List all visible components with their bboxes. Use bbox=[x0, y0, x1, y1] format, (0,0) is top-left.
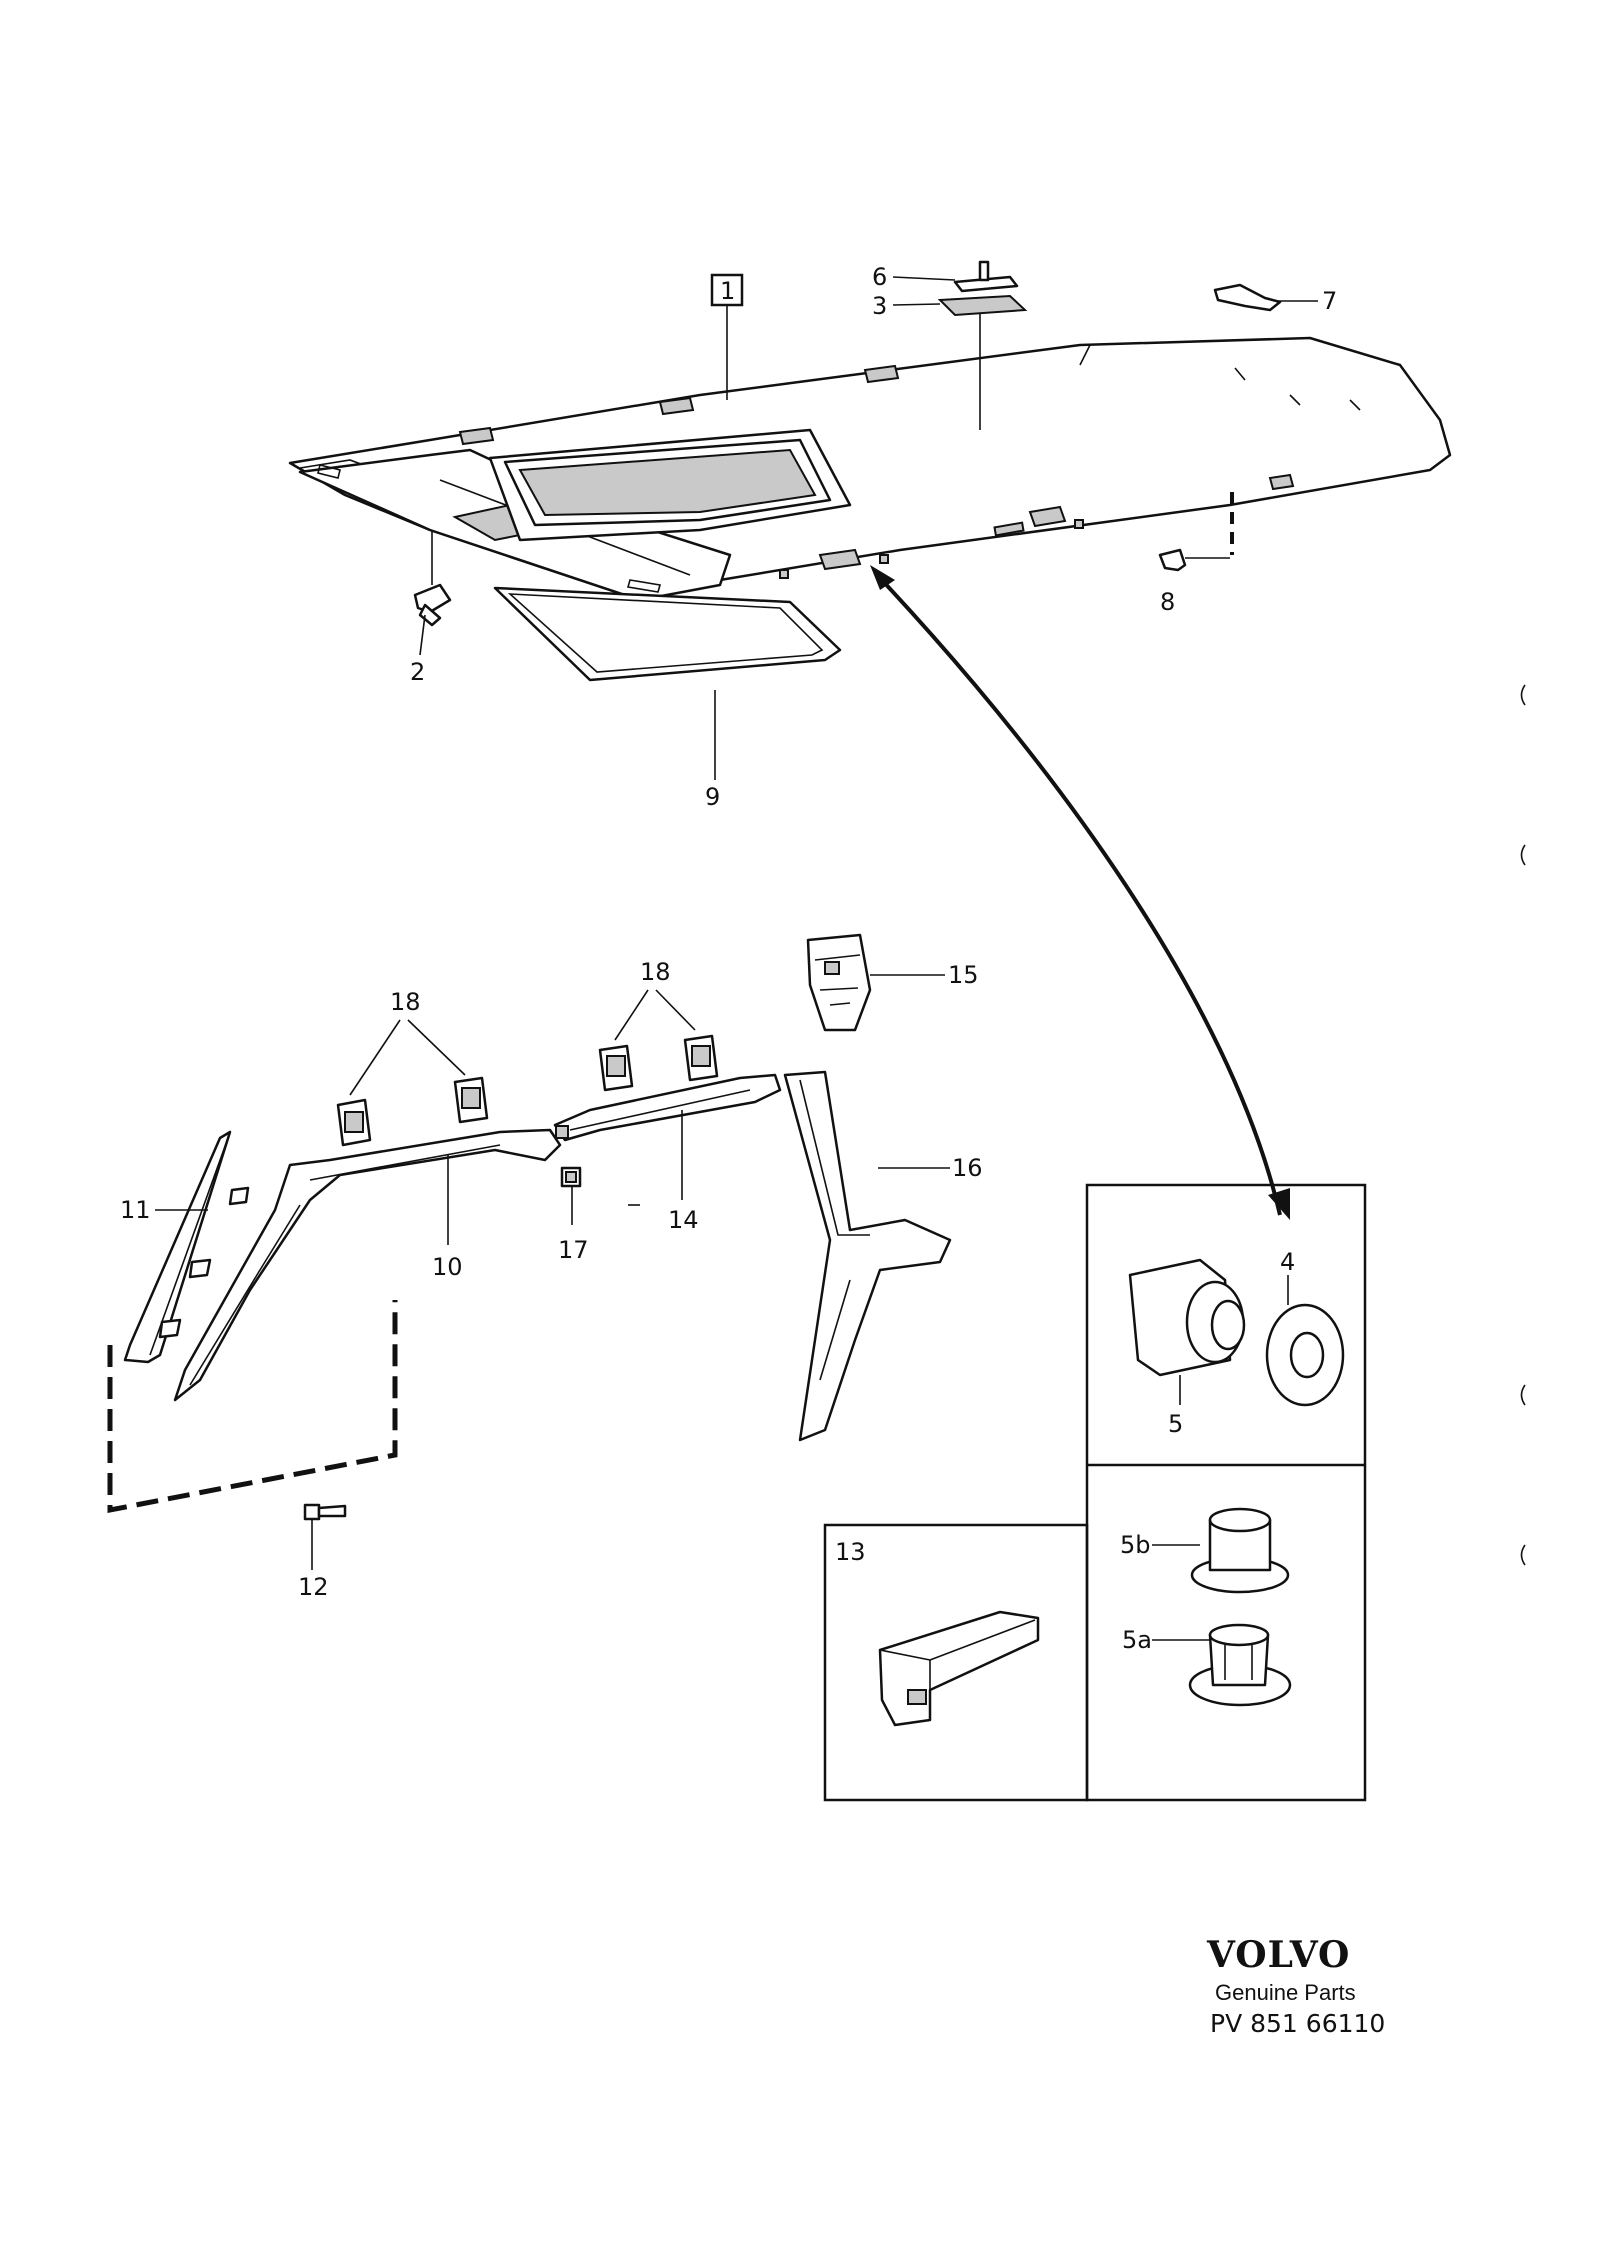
part-3-pad bbox=[937, 294, 1028, 317]
callout-13: 13 bbox=[835, 1538, 866, 1566]
part-15-mechanism bbox=[806, 933, 872, 1032]
part-11-strip bbox=[123, 1130, 250, 1364]
part-6-stud bbox=[953, 260, 1019, 293]
brand-tagline: Genuine Parts bbox=[1215, 1980, 1356, 2005]
callout-17: 17 bbox=[558, 1236, 589, 1264]
callout-10: 10 bbox=[432, 1253, 463, 1281]
detail-arrow-end bbox=[1268, 1188, 1290, 1220]
guide-frame bbox=[107, 1300, 398, 1514]
part-14-rail bbox=[553, 1073, 782, 1142]
part-18-clip-d bbox=[683, 1034, 719, 1082]
part-9-seal bbox=[493, 586, 842, 682]
callout-8: 8 bbox=[1160, 588, 1175, 616]
part-18-clip-b bbox=[453, 1076, 489, 1124]
callout-6: 6 bbox=[872, 263, 887, 291]
headliner-panel bbox=[288, 336, 1452, 602]
part-18-clip-c bbox=[598, 1044, 634, 1092]
part-17-clip bbox=[560, 1166, 582, 1188]
callout-12: 12 bbox=[298, 1573, 329, 1601]
callout-9: 9 bbox=[705, 783, 720, 811]
brand-block: VOLVO Genuine Parts PV 851 66110 bbox=[1206, 1934, 1385, 2038]
part-2-hook bbox=[413, 583, 452, 627]
callout-18-right: 18 bbox=[640, 958, 671, 986]
callout-3: 3 bbox=[872, 292, 887, 320]
callout-1: 1 bbox=[720, 277, 735, 305]
part-5a-clip bbox=[1188, 1623, 1292, 1707]
part-5-grommet bbox=[1128, 1258, 1246, 1377]
detail-box-13 bbox=[823, 1523, 1089, 1802]
callout-18-left: 18 bbox=[390, 988, 421, 1016]
callout-11: 11 bbox=[120, 1196, 151, 1224]
volvo-logo: VOLVO bbox=[1206, 1934, 1350, 1976]
detail-box-fastener bbox=[1085, 1183, 1367, 1802]
part-12-screw bbox=[303, 1503, 347, 1521]
detail-arrowhead bbox=[870, 565, 895, 590]
part-16-pillar bbox=[783, 1070, 952, 1442]
callout-5a: 5a bbox=[1122, 1626, 1152, 1654]
callout-5b: 5b bbox=[1120, 1531, 1151, 1559]
part-18-clip-a bbox=[336, 1098, 372, 1147]
part-13-bracket bbox=[878, 1610, 1040, 1727]
part-10-trim bbox=[173, 1128, 562, 1402]
callout-14: 14 bbox=[668, 1206, 699, 1234]
callout-2: 2 bbox=[410, 658, 425, 686]
part-4-washer bbox=[1265, 1303, 1345, 1407]
part-8-bracket bbox=[1158, 548, 1187, 572]
callout-7: 7 bbox=[1322, 287, 1337, 315]
callout-4: 4 bbox=[1280, 1248, 1295, 1276]
part-code: PV 851 66110 bbox=[1210, 2009, 1385, 2038]
part-5b-bushing bbox=[1190, 1507, 1290, 1594]
part-7-clip bbox=[1213, 283, 1282, 312]
callout-15: 15 bbox=[948, 961, 979, 989]
callout-5: 5 bbox=[1168, 1410, 1183, 1438]
detail-arrow bbox=[878, 576, 1282, 1216]
callout-16: 16 bbox=[952, 1154, 983, 1182]
